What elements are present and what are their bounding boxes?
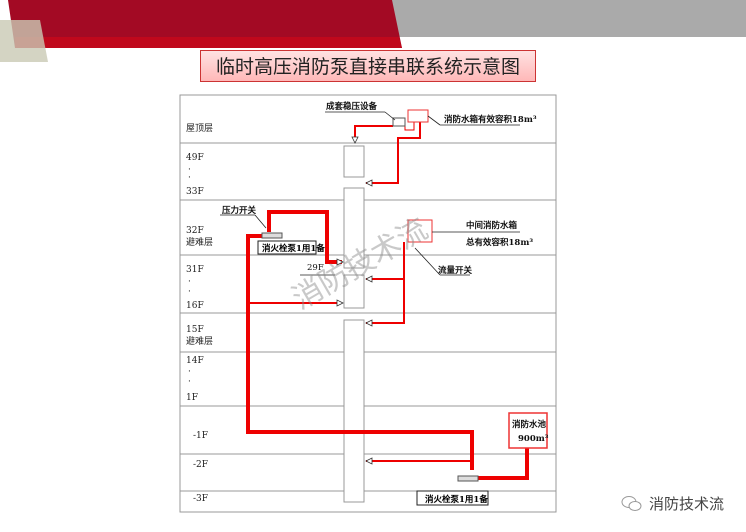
page-title: 临时高压消防泵直接串联系统示意图 — [200, 50, 536, 82]
label-pool-1: 消防水池 — [512, 419, 547, 430]
flow-arrows — [336, 136, 373, 465]
pump-bottom-icon — [457, 475, 479, 482]
svg-text:·: · — [188, 173, 191, 183]
mid-tank — [407, 219, 433, 243]
floor-grid — [179, 94, 557, 513]
pump-mid-icon — [261, 232, 283, 239]
equipment — [261, 109, 548, 482]
svg-text:·: · — [188, 165, 191, 175]
pipes — [246, 122, 529, 480]
floor-labels: 屋顶层 49F ·· 33F 32F 避难层 31F ·· 16F 15F 避难… — [186, 123, 213, 504]
floor-b3: -3F — [193, 494, 208, 504]
svg-text:·: · — [188, 277, 191, 287]
label-pool-2: 900m³ — [518, 434, 549, 444]
floor-49f: 49F — [186, 153, 204, 163]
stabilizer-unit — [392, 117, 406, 127]
floor-b2: -2F — [193, 460, 208, 470]
label-roof-tank: 消防水箱有效容积18m³ — [444, 114, 537, 125]
floor-refuge-32: 避难层 — [186, 236, 213, 248]
floor-14f: 14F — [186, 356, 204, 366]
label-29f: 29F — [307, 263, 324, 273]
floor-31f: 31F — [186, 265, 204, 275]
wechat-icon — [621, 495, 642, 511]
floor-15f: 15F — [186, 325, 204, 335]
label-pressure-switch: 压力开关 — [222, 205, 257, 216]
floor-33f: 33F — [186, 187, 204, 197]
label-pump-mid: 消火栓泵1用1备 — [262, 243, 325, 254]
svg-text:·: · — [188, 287, 191, 297]
floor-1f: 1F — [186, 393, 198, 403]
fire-pool — [508, 412, 548, 449]
svg-text:·: · — [188, 377, 191, 387]
floor-b1: -1F — [193, 431, 208, 441]
floor-refuge-15: 避难层 — [186, 335, 213, 347]
label-pump-bottom: 消火栓泵1用1备 — [425, 494, 488, 505]
riser-zones — [343, 145, 365, 503]
svg-text:·: · — [188, 367, 191, 377]
roof-tank — [407, 109, 429, 123]
floor-roof: 屋顶层 — [186, 123, 213, 134]
label-stabilizer: 成套稳压设备 — [326, 101, 378, 112]
floor-16f: 16F — [186, 301, 204, 311]
footer-brand-text: 消防技术流 — [648, 495, 724, 513]
label-mid-tank-1: 中间消防水箱 — [466, 220, 518, 231]
footer-brand: 消防技术流 — [621, 493, 724, 514]
floor-32f: 32F — [186, 226, 204, 236]
leader-lines — [220, 111, 520, 276]
label-mid-tank-2: 总有效容积18m³ — [466, 237, 533, 248]
label-flow-switch: 流量开关 — [438, 265, 473, 276]
